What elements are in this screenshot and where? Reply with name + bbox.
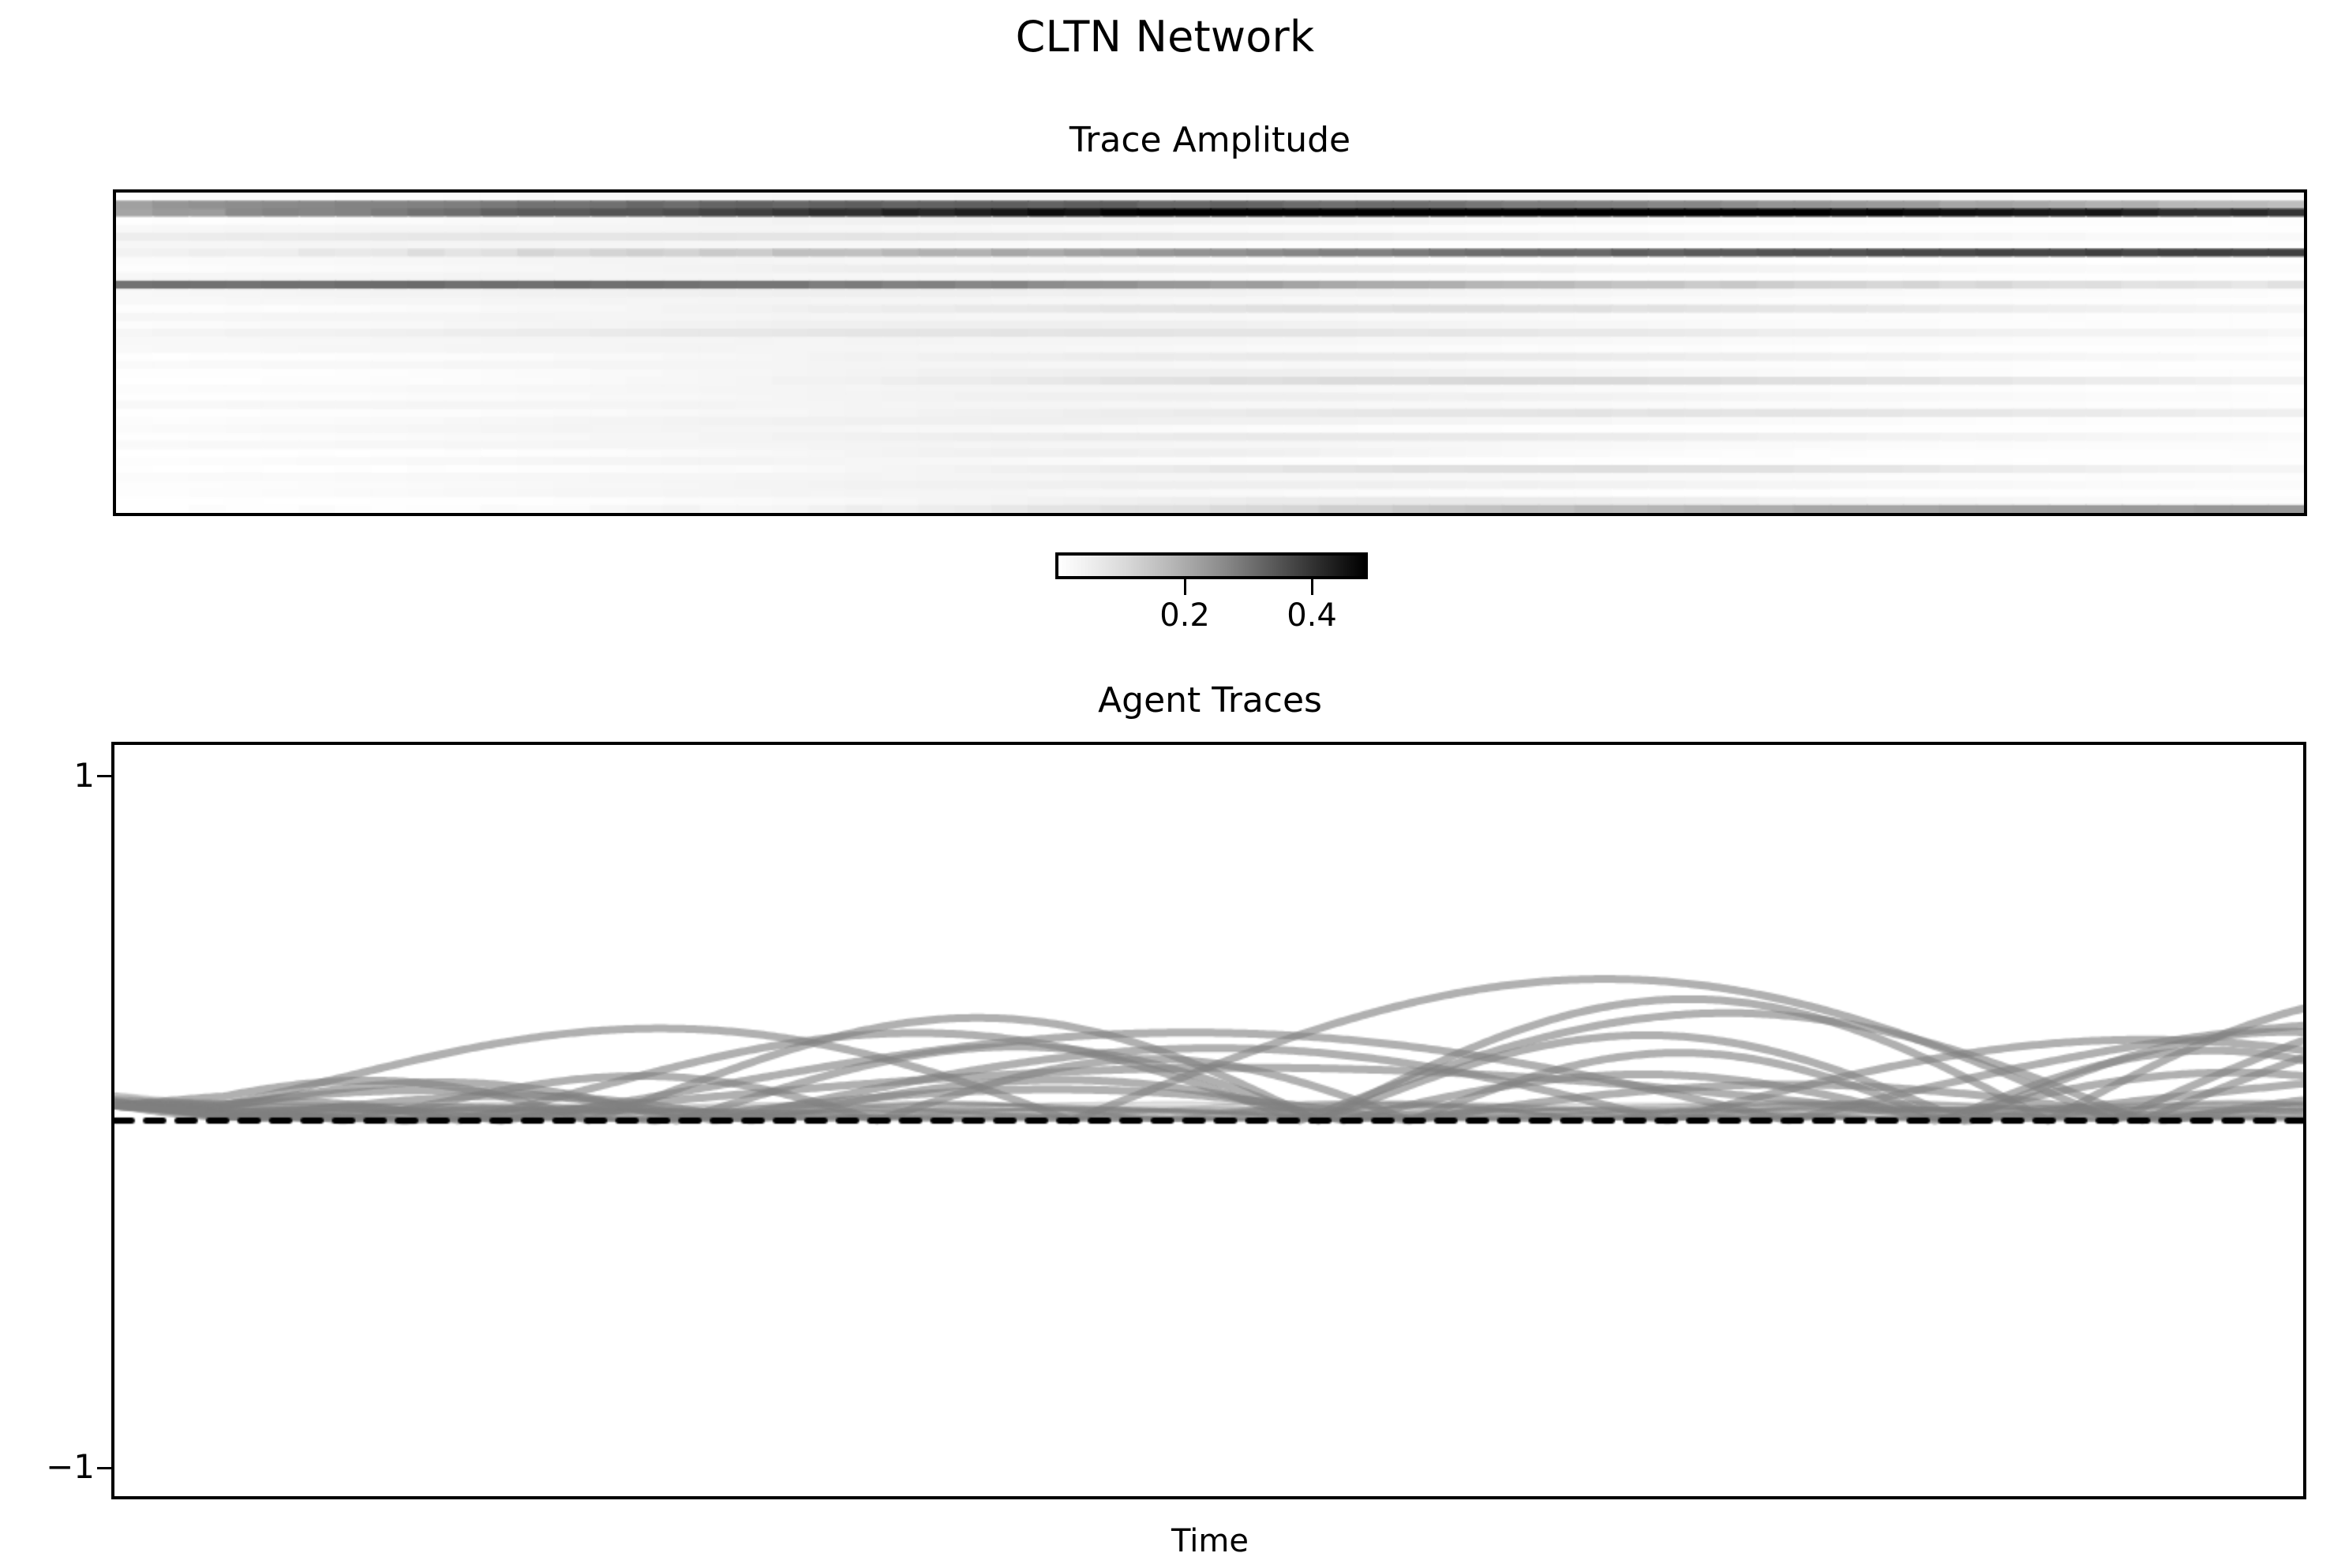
colorbar-tick-0	[1184, 579, 1186, 595]
colorbar-tick-label-1: 0.4	[1287, 597, 1337, 634]
heatmap-title: Trace Amplitude	[1069, 120, 1351, 160]
heatmap-image	[116, 193, 2304, 513]
y-tick-mark-bottom	[97, 1467, 111, 1469]
y-tick-label-bottom: −1	[46, 1447, 95, 1486]
x-axis-label: Time	[1171, 1523, 1249, 1559]
y-tick-label-top: 1	[73, 756, 95, 795]
colorbar-gradient	[1055, 552, 1368, 579]
traces-axes	[111, 742, 2306, 1499]
heatmap-axes	[113, 189, 2307, 516]
figure-suptitle: CLTN Network	[1015, 12, 1315, 62]
colorbar-tick-label-0: 0.2	[1159, 597, 1210, 634]
y-tick-mark-top	[97, 775, 111, 777]
colorbar-tick-1	[1311, 579, 1313, 595]
traces-plot	[114, 745, 2303, 1496]
traces-title: Agent Traces	[1098, 680, 1322, 720]
colorbar: 0.2 0.4	[1055, 552, 1368, 634]
